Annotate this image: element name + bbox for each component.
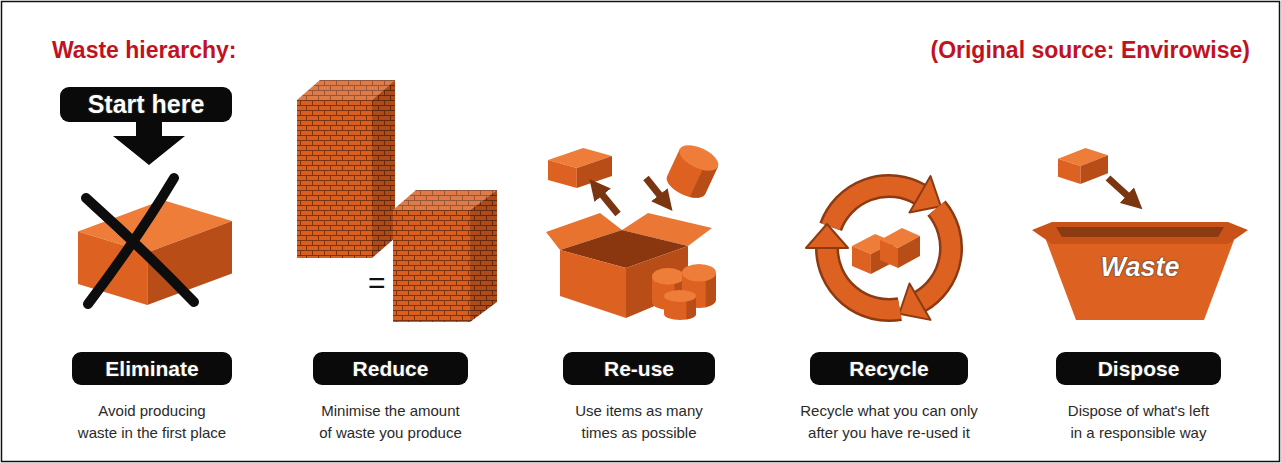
stage-heading: Recycle (849, 352, 928, 385)
stage-description: Avoid producing waste in the first place (57, 400, 247, 444)
skip-opening (1056, 227, 1224, 237)
recycle-arm-group (831, 176, 941, 227)
out-arrow (600, 192, 618, 214)
large-cube-front (297, 100, 372, 258)
box-front (560, 250, 626, 318)
stage-label: EliminateAvoid producing waste in the fi… (72, 352, 232, 385)
small-cube-side (470, 190, 497, 322)
can (664, 290, 696, 320)
small-cube-side-shade (470, 190, 497, 322)
stage-label: ReduceMinimise the amount of waste you p… (313, 352, 468, 385)
flying-box (548, 148, 612, 188)
stage-heading: Dispose (1098, 352, 1180, 385)
source-caption: (Original source: Envirowise) (930, 36, 1250, 64)
stage-heading: Eliminate (105, 352, 198, 385)
stage-label: Re-useUse items as many times as possibl… (563, 352, 715, 385)
stage-label: DisposeDispose of what's left in a respo… (1056, 352, 1221, 385)
flying-can (663, 140, 722, 203)
skip-rim (1032, 222, 1248, 244)
start-arrow (113, 121, 185, 165)
small-cube-front (393, 210, 470, 322)
recycle-arm-group (801, 214, 900, 335)
stage-heading: Re-use (604, 352, 674, 385)
large-cube-side (372, 80, 395, 258)
falling-box (1058, 148, 1108, 184)
equals-sign: = (368, 268, 386, 298)
drop-arrow (1108, 178, 1130, 198)
cross-brush (92, 208, 186, 296)
stage-heading: Start here (88, 87, 205, 122)
stage-description: Recycle what you can only after you have… (794, 400, 984, 444)
stage-description: Use items as many times as possible (544, 400, 734, 444)
stage-label: RecycleRecycle what you can only after y… (810, 352, 968, 385)
diagram-title: Waste hierarchy: (52, 36, 237, 64)
stage-description: Minimise the amount of waste you produce (296, 400, 486, 444)
large-cube-side-shade (372, 80, 395, 258)
stage-heading: Reduce (353, 352, 429, 385)
stage-description: Dispose of what's left in a responsible … (1044, 400, 1234, 444)
in-arrow (646, 178, 662, 198)
cross-stroke (86, 198, 194, 302)
waste-skip: Waste (1032, 222, 1248, 322)
recycled-box (880, 228, 920, 268)
start-badge: Start here (60, 87, 232, 122)
stage-heading: Waste (1032, 251, 1248, 283)
